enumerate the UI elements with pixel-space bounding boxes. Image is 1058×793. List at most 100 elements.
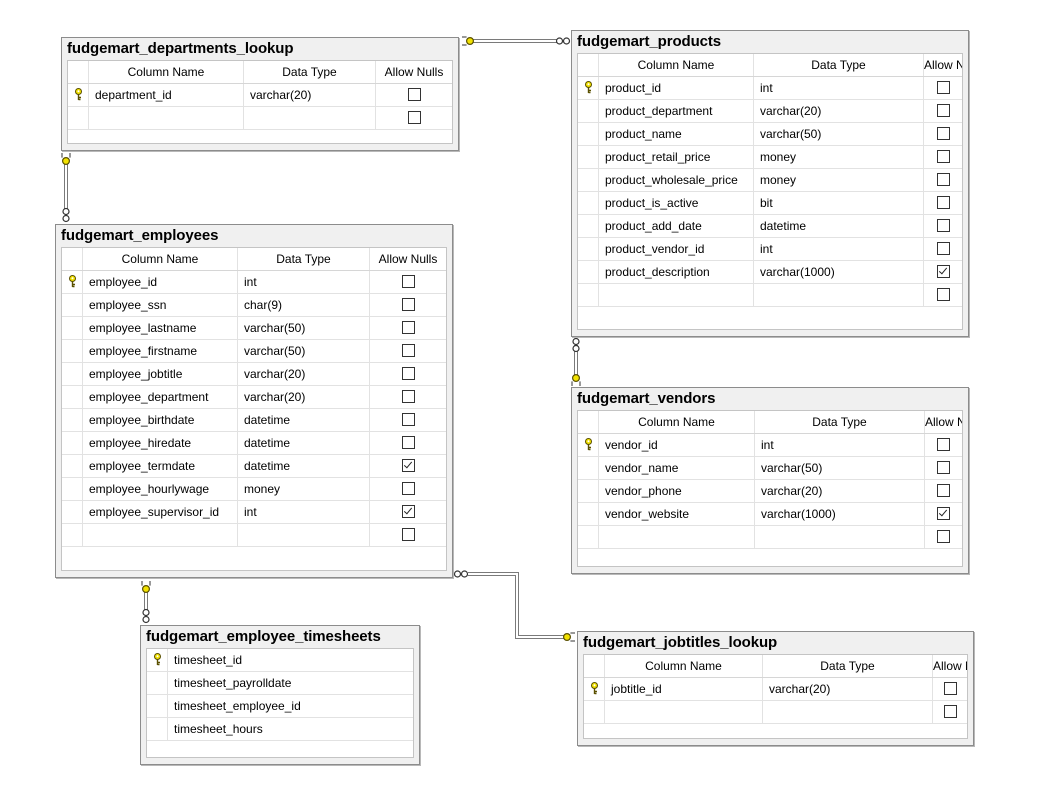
- table-fudgemart-employee-timesheets[interactable]: fudgemart_employee_timesheets timesheet_…: [140, 625, 420, 765]
- allow-nulls-checkbox[interactable]: [401, 298, 415, 312]
- column-name[interactable]: jobtitle_id: [605, 678, 763, 700]
- allow-nulls-checkbox[interactable]: [937, 484, 950, 498]
- column-data-type[interactable]: datetime: [238, 432, 370, 454]
- allow-nulls-checkbox[interactable]: [936, 127, 950, 141]
- new-column-row[interactable]: [584, 701, 967, 724]
- allow-nulls-checkbox[interactable]: [936, 150, 950, 164]
- column-name[interactable]: product_name: [599, 123, 754, 145]
- allow-nulls-checkbox[interactable]: [936, 173, 950, 187]
- allow-nulls-checkbox[interactable]: [407, 88, 421, 102]
- column-name[interactable]: product_description: [599, 261, 754, 283]
- column-data-type[interactable]: int: [755, 434, 925, 456]
- column-name[interactable]: timesheet_hours: [174, 722, 263, 736]
- allow-nulls-checkbox[interactable]: [937, 461, 950, 475]
- column-name[interactable]: vendor_id: [599, 434, 755, 456]
- column-name[interactable]: employee_supervisor_id: [83, 501, 238, 523]
- column-data-type[interactable]: int: [754, 238, 924, 260]
- allow-nulls-checkbox[interactable]: [407, 111, 421, 125]
- column-name[interactable]: employee_jobtitle: [83, 363, 238, 385]
- column-name[interactable]: employee_termdate: [83, 455, 238, 477]
- column-name[interactable]: product_add_date: [599, 215, 754, 237]
- table-title[interactable]: fudgemart_products: [577, 33, 722, 50]
- column-data-type[interactable]: varchar(20): [755, 480, 925, 502]
- column-data-type[interactable]: varchar(20): [238, 386, 370, 408]
- allow-nulls-checkbox[interactable]: [937, 530, 950, 544]
- column-data-type[interactable]: bit: [754, 192, 924, 214]
- column-data-type[interactable]: money: [238, 478, 370, 500]
- allow-nulls-checkbox[interactable]: [936, 242, 950, 256]
- column-data-type[interactable]: int: [238, 271, 370, 293]
- column-name[interactable]: timesheet_id: [174, 653, 243, 667]
- allow-nulls-checkbox[interactable]: [401, 459, 415, 473]
- column-data-type[interactable]: datetime: [238, 455, 370, 477]
- column-row[interactable]: timesheet_payrolldate: [147, 672, 413, 695]
- column-name[interactable]: employee_firstname: [83, 340, 238, 362]
- allow-nulls-checkbox[interactable]: [943, 705, 957, 719]
- column-name[interactable]: product_is_active: [599, 192, 754, 214]
- new-column-row[interactable]: [68, 107, 452, 130]
- column-data-type[interactable]: varchar(20): [244, 84, 376, 106]
- table-title[interactable]: fudgemart_jobtitles_lookup: [583, 634, 778, 651]
- column-data-type[interactable]: varchar(20): [754, 100, 924, 122]
- column-name[interactable]: employee_hiredate: [83, 432, 238, 454]
- column-name[interactable]: product_vendor_id: [599, 238, 754, 260]
- allow-nulls-checkbox[interactable]: [936, 196, 950, 210]
- allow-nulls-checkbox[interactable]: [936, 81, 950, 95]
- column-data-type[interactable]: money: [754, 169, 924, 191]
- column-data-type[interactable]: money: [754, 146, 924, 168]
- allow-nulls-checkbox[interactable]: [401, 528, 415, 542]
- column-data-type[interactable]: int: [238, 501, 370, 523]
- table-title[interactable]: fudgemart_vendors: [577, 390, 716, 407]
- column-data-type[interactable]: varchar(50): [238, 340, 370, 362]
- column-name[interactable]: product_id: [599, 77, 754, 99]
- allow-nulls-checkbox[interactable]: [401, 390, 415, 404]
- column-data-type[interactable]: varchar(20): [238, 363, 370, 385]
- allow-nulls-checkbox[interactable]: [401, 482, 415, 496]
- column-name[interactable]: employee_id: [83, 271, 238, 293]
- column-data-type[interactable]: varchar(1000): [754, 261, 924, 283]
- allow-nulls-checkbox[interactable]: [401, 505, 415, 519]
- table-title[interactable]: fudgemart_employee_timesheets: [146, 628, 381, 645]
- new-column-row[interactable]: [578, 526, 962, 549]
- allow-nulls-checkbox[interactable]: [401, 275, 415, 289]
- column-name[interactable]: employee_lastname: [83, 317, 238, 339]
- allow-nulls-checkbox[interactable]: [936, 104, 950, 118]
- column-name[interactable]: department_id: [89, 84, 244, 106]
- column-row[interactable]: timesheet_employee_id: [147, 695, 413, 718]
- column-data-type[interactable]: int: [754, 77, 924, 99]
- column-name[interactable]: employee_department: [83, 386, 238, 408]
- column-data-type[interactable]: varchar(20): [763, 678, 933, 700]
- column-name[interactable]: employee_hourlywage: [83, 478, 238, 500]
- allow-nulls-checkbox[interactable]: [401, 367, 415, 381]
- column-data-type[interactable]: varchar(50): [238, 317, 370, 339]
- column-name[interactable]: product_wholesale_price: [599, 169, 754, 191]
- column-name[interactable]: timesheet_payrolldate: [174, 676, 292, 690]
